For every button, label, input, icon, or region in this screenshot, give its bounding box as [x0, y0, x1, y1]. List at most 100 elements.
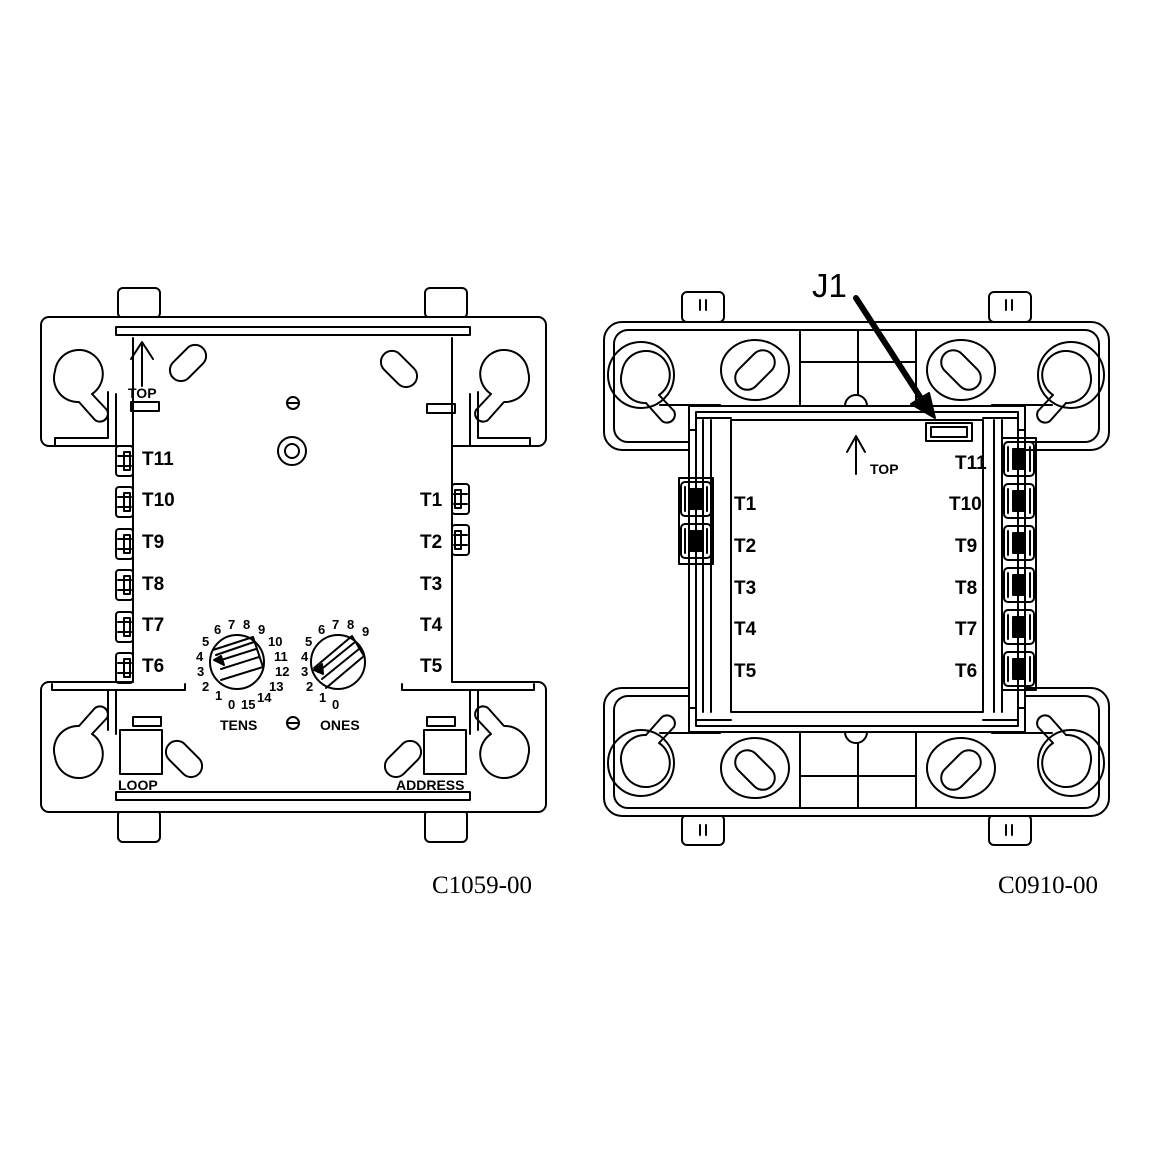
oval-slot — [168, 343, 208, 383]
terminal-label: T1 — [420, 490, 443, 511]
terminal-label: T3 — [420, 574, 442, 595]
drawing-code: C0910-00 — [998, 872, 1098, 899]
top-label: TOP — [870, 461, 899, 477]
top-rail — [115, 326, 471, 336]
dial-digit: 5 — [202, 634, 209, 649]
dial-digit: 3 — [197, 664, 204, 679]
mounting-tab — [681, 291, 725, 323]
terminal-clip — [1003, 567, 1035, 603]
dial-digit: 12 — [275, 664, 289, 679]
dial-digit: 13 — [269, 679, 283, 694]
keyhole-slot — [619, 714, 676, 789]
terminal-clip — [680, 523, 712, 559]
terminal-clip — [680, 481, 712, 517]
terminal-label: T11 — [955, 453, 987, 474]
dial-digit: 10 — [268, 634, 282, 649]
oval-slot — [940, 749, 982, 791]
mounting-tab — [988, 291, 1032, 323]
dial-digit: 4 — [301, 649, 309, 664]
callout-arrow — [853, 295, 927, 406]
bottom-rail — [115, 791, 471, 801]
dial-digit: 9 — [362, 624, 369, 639]
ones-rotary-switch — [310, 634, 366, 690]
terminal-clip — [1003, 441, 1035, 477]
oval-slot — [734, 349, 776, 391]
up-arrow-icon — [846, 435, 866, 475]
loop-connector — [119, 729, 163, 775]
terminal-label: T6 — [955, 661, 977, 682]
small-slot — [426, 716, 456, 727]
address-label: ADDRESS — [396, 777, 464, 793]
drawing-code: C1059-00 — [432, 872, 532, 899]
center-post — [277, 436, 307, 466]
terminal-label: T11 — [142, 449, 174, 470]
dial-digit: 8 — [347, 617, 354, 632]
right-terminal-clips — [451, 483, 470, 556]
dial-digit: 3 — [301, 664, 308, 679]
oval-slot — [734, 749, 776, 791]
terminal-label: T10 — [949, 494, 982, 515]
terminal-clip — [115, 652, 134, 684]
right-terminal-block — [1001, 437, 1037, 691]
dial-digit: 7 — [332, 617, 339, 632]
dial-digit: 6 — [214, 622, 221, 637]
dial-digit: 9 — [258, 622, 265, 637]
terminal-clip — [115, 569, 134, 601]
keyhole-slot — [619, 349, 676, 424]
dial-digit: 0 — [228, 697, 235, 712]
terminal-clip — [1003, 525, 1035, 561]
dial-digit: 15 — [241, 697, 255, 712]
terminal-label: T4 — [734, 619, 757, 640]
keyhole-slot — [1036, 349, 1093, 424]
terminal-label: T9 — [955, 536, 977, 557]
right-module — [603, 291, 1110, 846]
top-label: TOP — [128, 385, 157, 401]
terminal-clip — [451, 483, 470, 515]
dial-digit: 11 — [274, 649, 288, 664]
left-module-labels: TOP T11 T10 T9 T8 T7 T6 T1 T2 T3 T4 T5 0… — [118, 385, 532, 899]
j1-callout-label: J1 — [812, 267, 847, 304]
dial-digit: 8 — [243, 617, 250, 632]
terminal-label: T6 — [142, 656, 164, 677]
terminal-label: T5 — [420, 656, 443, 677]
mounting-tab — [424, 287, 468, 319]
mounting-tab — [117, 809, 161, 843]
terminal-clip — [115, 445, 134, 477]
small-slot — [132, 716, 162, 727]
tens-label: TENS — [220, 717, 257, 733]
keyhole-slot — [1036, 714, 1093, 789]
terminal-label: T10 — [142, 490, 175, 511]
dial-digit: 7 — [228, 617, 235, 632]
keyhole-slot — [474, 705, 531, 780]
small-slot — [130, 401, 160, 412]
terminal-label: T2 — [734, 536, 756, 557]
address-connector — [423, 729, 467, 775]
terminal-label: T7 — [142, 615, 164, 636]
mounting-tab — [681, 814, 725, 846]
dial-digit: 2 — [202, 679, 209, 694]
terminal-label: T4 — [420, 615, 443, 636]
right-module-labels: J1 TOP T1 T2 T3 T4 T5 T11 T10 T9 T8 T7 T… — [734, 267, 1098, 899]
terminal-clip — [115, 611, 134, 643]
terminal-clip — [115, 486, 134, 518]
terminal-clip — [1003, 483, 1035, 519]
mounting-tab — [988, 814, 1032, 846]
mounting-tab — [117, 287, 161, 319]
terminal-clip — [1003, 651, 1035, 687]
ones-label: ONES — [320, 717, 360, 733]
loop-label: LOOP — [118, 777, 158, 793]
dial-digit: 2 — [306, 679, 313, 694]
dial-digit: 5 — [305, 634, 312, 649]
keyhole-slot — [474, 348, 531, 423]
terminal-label: T2 — [420, 532, 442, 553]
oval-slot — [164, 739, 204, 779]
terminal-label: T8 — [955, 578, 977, 599]
left-terminal-block — [678, 477, 714, 565]
terminal-label: T1 — [734, 494, 757, 515]
terminal-label: T3 — [734, 578, 756, 599]
left-module — [40, 287, 547, 843]
j1-jumper — [925, 422, 973, 442]
module-face — [730, 419, 984, 713]
terminal-label: T5 — [734, 661, 757, 682]
